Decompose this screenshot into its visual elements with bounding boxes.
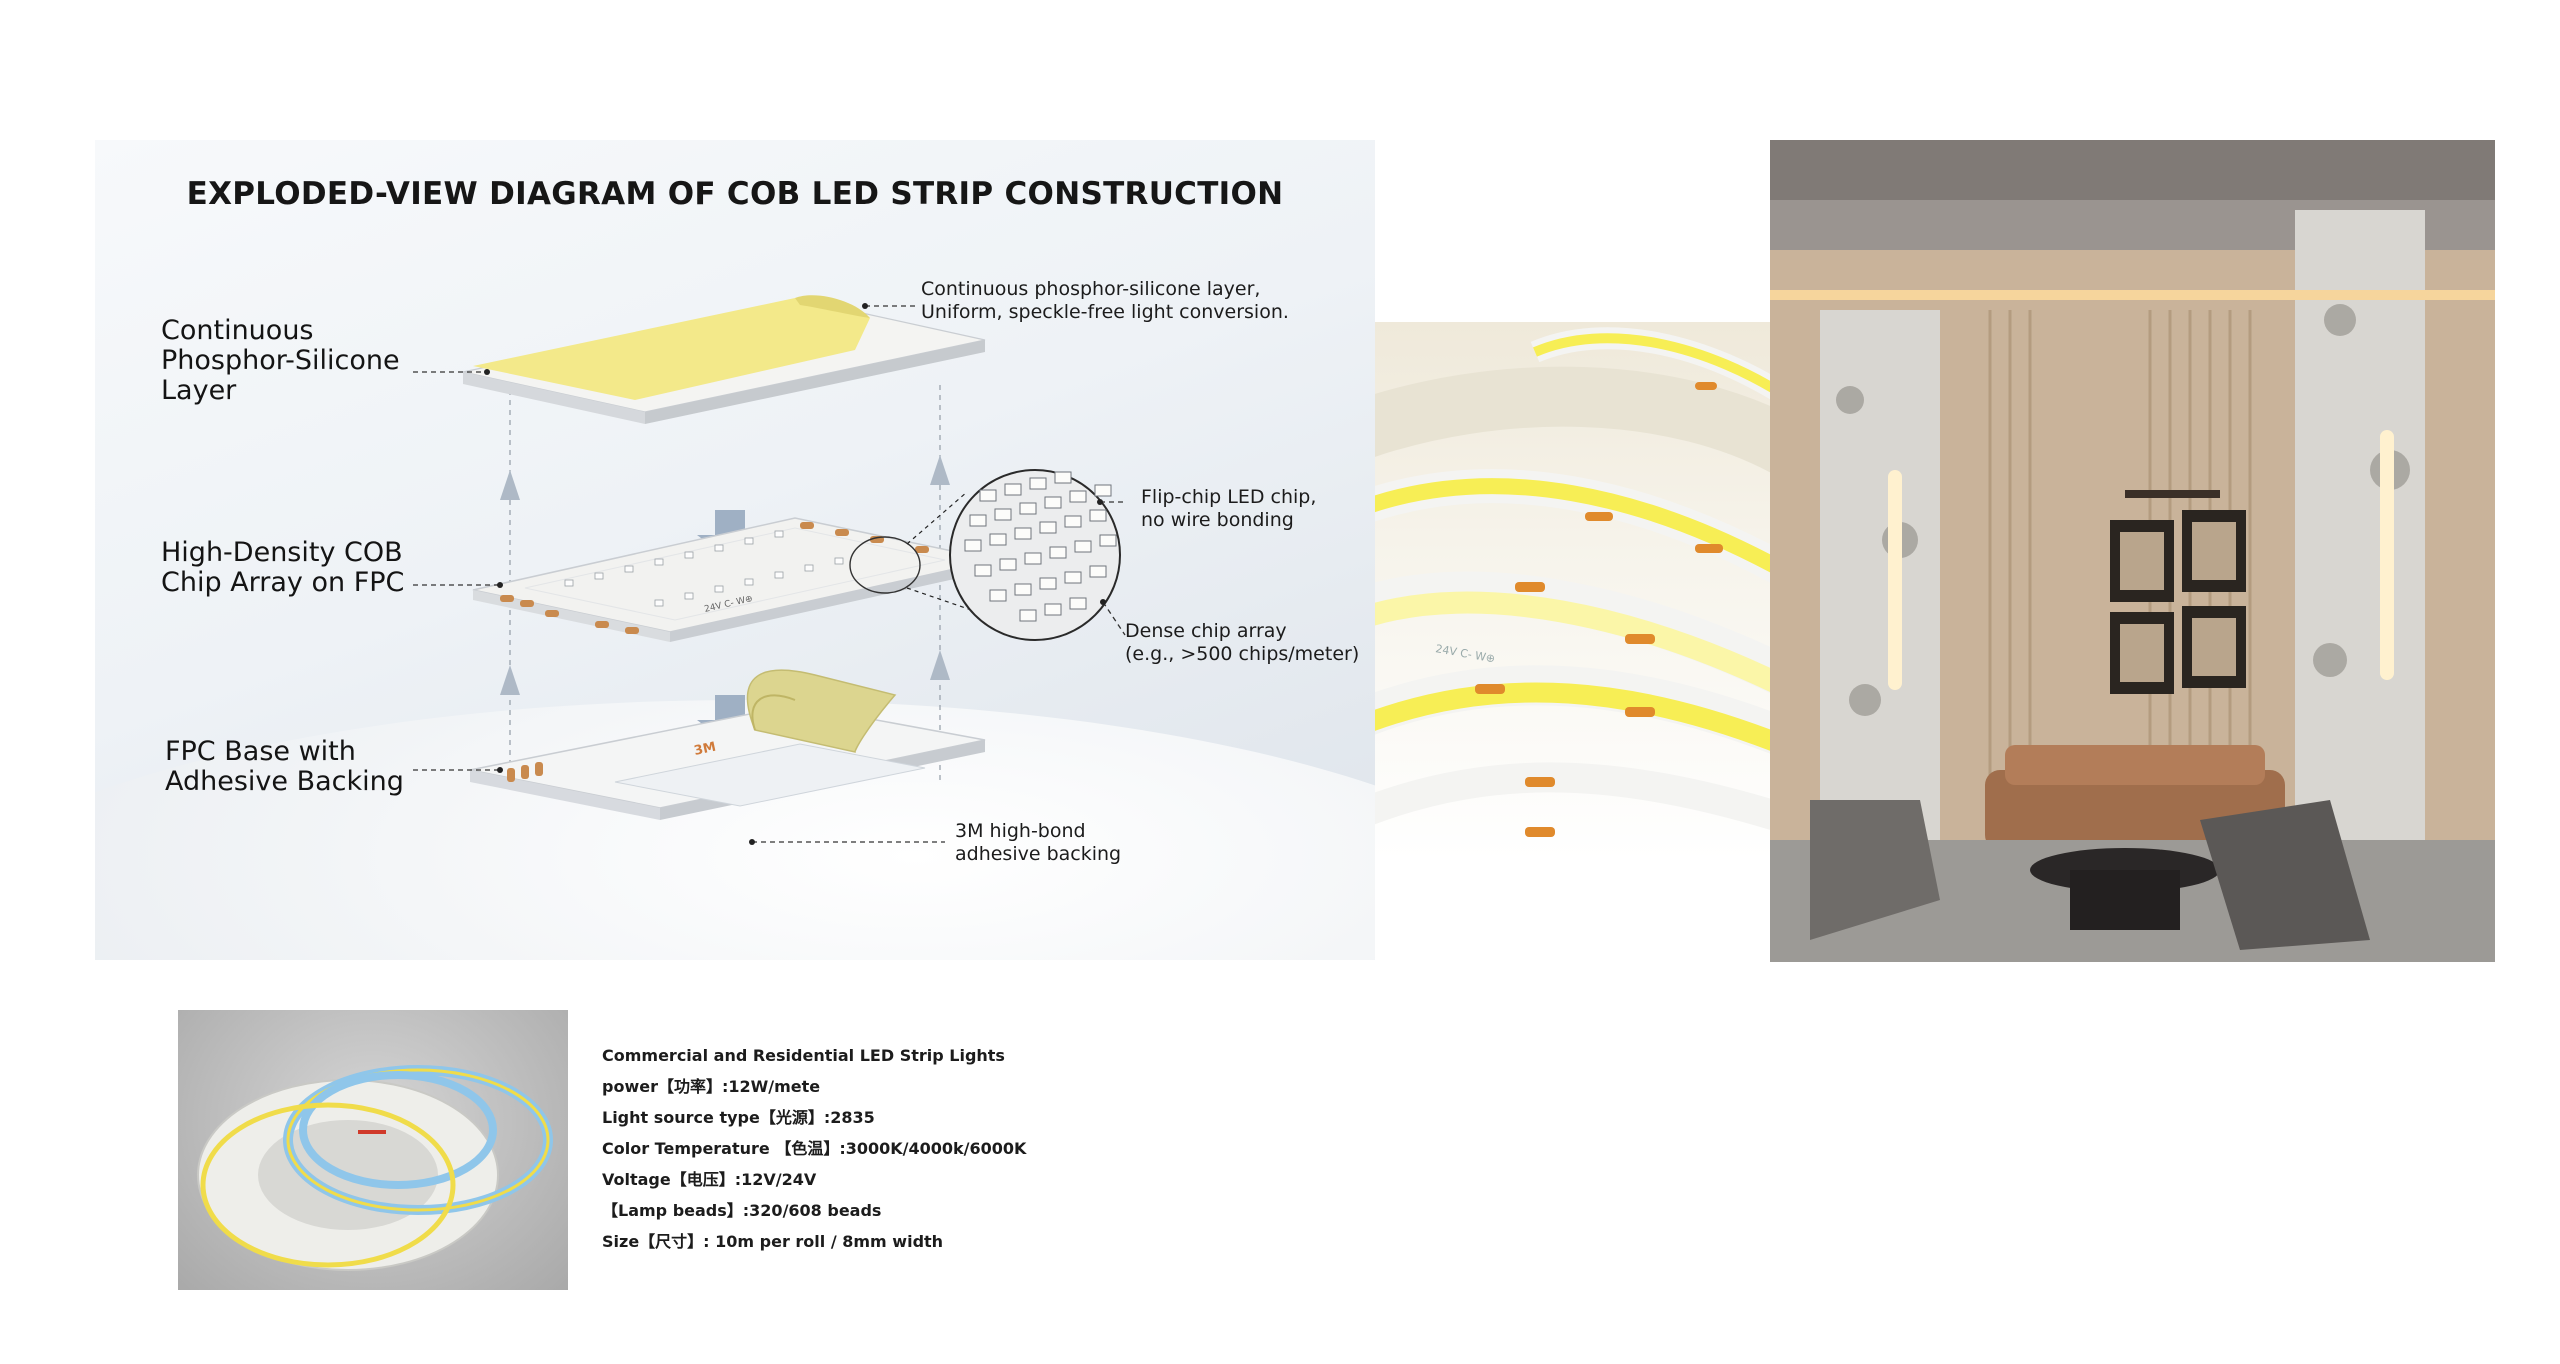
alignment-guides xyxy=(509,370,941,780)
spec-lamp-beads: 【Lamp beads】:320/608 beads xyxy=(602,1201,882,1220)
label-phosphor-line-1: Continuous xyxy=(161,315,314,346)
chip-magnifier xyxy=(906,469,1121,641)
leader-lines xyxy=(413,305,1126,843)
phosphor-silicone-layer xyxy=(462,295,986,424)
callout-dense-line-2: (e.g., >500 chips/meter) xyxy=(1125,643,1360,665)
callout-adhesive-line-1: 3M high-bond xyxy=(955,820,1086,842)
reel-illustration xyxy=(197,1065,553,1271)
callout-dense-line-1: Dense chip array xyxy=(1125,620,1287,642)
label-fpc-line-2: Adhesive Backing xyxy=(165,766,404,797)
spec-heading: Commercial and Residential LED Strip Lig… xyxy=(602,1046,1005,1065)
exploded-layers-illustration: 24V C- W⊕ 3M xyxy=(413,295,1126,845)
callout-adhesive-line-2: adhesive backing xyxy=(955,843,1122,865)
label-phosphor-layer: Continuous Phosphor-Silicone Layer xyxy=(161,316,400,406)
label-chip-array: High-Density COB Chip Array on FPC xyxy=(161,538,404,598)
spec-size: Size【尺寸】: 10m per roll / 8mm width xyxy=(602,1232,944,1251)
callout-phosphor: Continuous phosphor-silicone layer, Unif… xyxy=(921,278,1289,324)
callout-flip-chip: Flip-chip LED chip, no wire bonding xyxy=(1141,486,1316,532)
label-chip-line-1: High-Density COB xyxy=(161,537,403,568)
label-chip-line-2: Chip Array on FPC xyxy=(161,567,405,598)
cob-strip-closeup-photo: 24V C- W⊕ xyxy=(1375,322,1770,860)
up-arrows xyxy=(500,455,950,695)
diagram-title: EXPLODED-VIEW DIAGRAM OF COB LED STRIP C… xyxy=(186,176,1284,212)
strip-mark-text: 24V C- W⊕ xyxy=(1434,642,1496,665)
strip-closeup-illustration: 24V C- W⊕ xyxy=(1375,327,1770,837)
leader-dots xyxy=(484,303,1106,845)
callout-flip-chip-line-2: no wire bonding xyxy=(1141,509,1294,531)
label-phosphor-line-3: Layer xyxy=(161,375,237,406)
callout-flip-chip-line-1: Flip-chip LED chip, xyxy=(1141,486,1317,508)
spec-voltage: Voltage【电压】:12V/24V xyxy=(602,1170,817,1189)
label-phosphor-line-2: Phosphor-Silicone xyxy=(161,345,400,376)
callout-adhesive: 3M high-bond adhesive backing xyxy=(955,820,1121,866)
led-strip-reel-thumbnail xyxy=(178,1010,568,1290)
label-fpc-base: FPC Base with Adhesive Backing xyxy=(165,737,404,797)
label-fpc-line-1: FPC Base with xyxy=(165,736,356,767)
fpc-base-layer xyxy=(469,669,986,820)
callout-phosphor-line-1: Continuous phosphor-silicone layer, xyxy=(921,278,1261,300)
callout-phosphor-line-2: Uniform, speckle-free light conversion. xyxy=(921,301,1289,323)
callout-dense-array: Dense chip array (e.g., >500 chips/meter… xyxy=(1125,620,1359,666)
spec-light-source: Light source type【光源】:2835 xyxy=(602,1108,875,1127)
product-specs: Commercial and Residential LED Strip Lig… xyxy=(602,1040,1026,1257)
spec-color-temperature: Color Temperature 【色温】:3000K/4000k/6000K xyxy=(602,1139,1027,1158)
interior-scene-illustration xyxy=(1770,140,2495,962)
interior-application-photo xyxy=(1770,140,2495,962)
cob-chip-array-layer xyxy=(472,517,996,642)
spec-power: power【功率】:12W/mete xyxy=(602,1077,821,1096)
pcb-3m-mark: 3M xyxy=(693,740,718,759)
exploded-view-diagram: 24V C- W⊕ 3M EXPLODED-VIEW DIAGRAM OF CO… xyxy=(95,140,1375,960)
